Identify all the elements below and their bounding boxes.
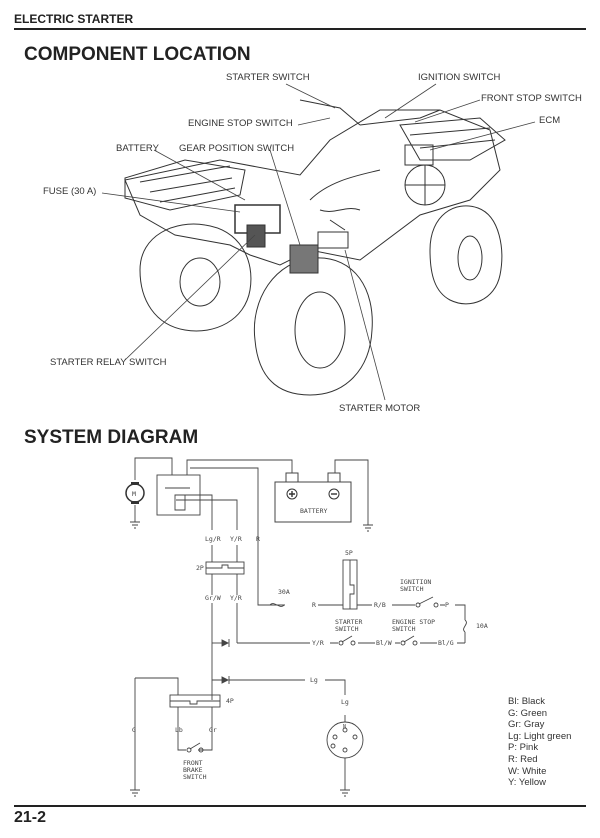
ground-symbol	[363, 524, 373, 532]
starter-motor-component	[317, 231, 349, 249]
gear-position-component	[289, 244, 319, 274]
label-starter-switch: STARTER SWITCH	[226, 72, 310, 83]
wire-battery-minus-ground	[334, 459, 369, 525]
legend-item: Bl: Black	[508, 696, 545, 707]
connector-label: 2P	[196, 564, 204, 572]
wire-relay-to-battery-plus	[186, 459, 293, 475]
battery-label: BATTERY	[300, 507, 327, 515]
section-header: ELECTRIC STARTER	[14, 12, 134, 26]
rear-hub	[179, 257, 221, 307]
switch-label: SWITCH	[400, 585, 424, 593]
header-rule	[14, 28, 586, 30]
label-fuse: FUSE (30 A)	[43, 186, 97, 197]
front-rack	[399, 117, 506, 161]
wire-label: Gr/W	[205, 594, 221, 602]
label-front-stop-switch: FRONT STOP SWITCH	[481, 93, 582, 104]
label-ecm: ECM	[539, 115, 561, 126]
label-gear-position-switch: GEAR POSITION SWITCH	[179, 143, 295, 154]
ground-symbol	[340, 789, 350, 797]
legend-item: Lg: Light green	[508, 730, 572, 742]
handlebar	[299, 99, 441, 126]
wire-label: Lg/R	[205, 535, 221, 543]
fuse-10a	[463, 619, 467, 643]
connector-label: 5P	[345, 549, 353, 557]
far-hub	[457, 235, 483, 281]
wire-label: Y/R	[230, 594, 242, 602]
neutral-marker: N	[343, 724, 346, 730]
connector-label: 4P	[226, 697, 234, 705]
legend-item: W: White	[508, 765, 547, 777]
rear-rack	[124, 159, 246, 211]
wire-label: R/B	[374, 601, 386, 609]
diode-2	[221, 676, 230, 684]
label-starter-relay-switch: STARTER RELAY SWITCH	[50, 357, 167, 368]
wire-label: Bl/W	[376, 639, 392, 647]
legend-item: Y: Yellow	[508, 777, 547, 789]
wire-label: G	[132, 726, 136, 734]
component-location-title: COMPONENT LOCATION	[24, 44, 251, 65]
legend-item: R: Red	[508, 753, 538, 765]
wire-label: Y/R	[312, 639, 324, 647]
battery-symbol	[274, 481, 352, 523]
front-wheel	[253, 257, 373, 396]
fuse-30a	[269, 603, 285, 607]
switch-label: SWITCH	[392, 625, 416, 633]
diode-1	[221, 639, 230, 647]
legend-item: G: Green	[508, 707, 548, 719]
fuse-label: 30A	[278, 588, 290, 596]
fuse-label: 10A	[476, 622, 488, 630]
atv-body	[124, 109, 501, 266]
page-number: 21-2	[14, 809, 47, 826]
wire-label: R	[256, 535, 260, 543]
switch-label: ENGINE STOP	[392, 618, 435, 626]
wire-relay-to-r	[190, 467, 285, 606]
wire-label: Gr	[209, 726, 217, 734]
switch-label: FRONT	[183, 759, 203, 767]
wire-label: Lg	[310, 676, 318, 684]
switch-label: SWITCH	[335, 625, 359, 633]
wire-label: P	[445, 601, 449, 609]
label-battery: BATTERY	[116, 143, 159, 154]
switch-label: STARTER	[335, 618, 362, 626]
legend-item: Gr: Gray	[508, 719, 545, 731]
wire-label: Bl/G	[438, 639, 454, 647]
wiring-harness	[309, 169, 381, 231]
color-legend: Bl: Black G: Green Gr: Gray Lg: Light gr…	[508, 696, 571, 789]
switch-label: BRAKE	[183, 766, 203, 774]
footer-rule	[14, 805, 586, 807]
ground-symbol	[130, 521, 140, 529]
label-ignition-switch: IGNITION SWITCH	[418, 72, 501, 83]
wire-label: Lg	[341, 698, 349, 706]
legend-item: P: Pink	[508, 742, 539, 754]
wire-label: R	[312, 601, 316, 609]
switch-label: IGNITION	[400, 578, 431, 586]
ground-symbol	[130, 789, 140, 797]
label-engine-stop-switch: ENGINE STOP SWITCH	[188, 118, 293, 129]
wire-label: Y/R	[230, 535, 242, 543]
label-starter-motor: STARTER MOTOR	[339, 403, 421, 414]
motor-label: M	[132, 490, 136, 498]
switch-label: SWITCH	[183, 773, 207, 781]
front-hub	[294, 291, 346, 369]
wire-motor-to-relay	[134, 457, 173, 480]
rear-wheel	[139, 223, 252, 332]
wire-label: Lb	[175, 726, 183, 734]
ecm-component	[404, 144, 434, 166]
system-diagram-title: SYSTEM DIAGRAM	[24, 427, 199, 448]
atv-illustration	[101, 83, 536, 401]
far-front-wheel	[429, 205, 503, 305]
